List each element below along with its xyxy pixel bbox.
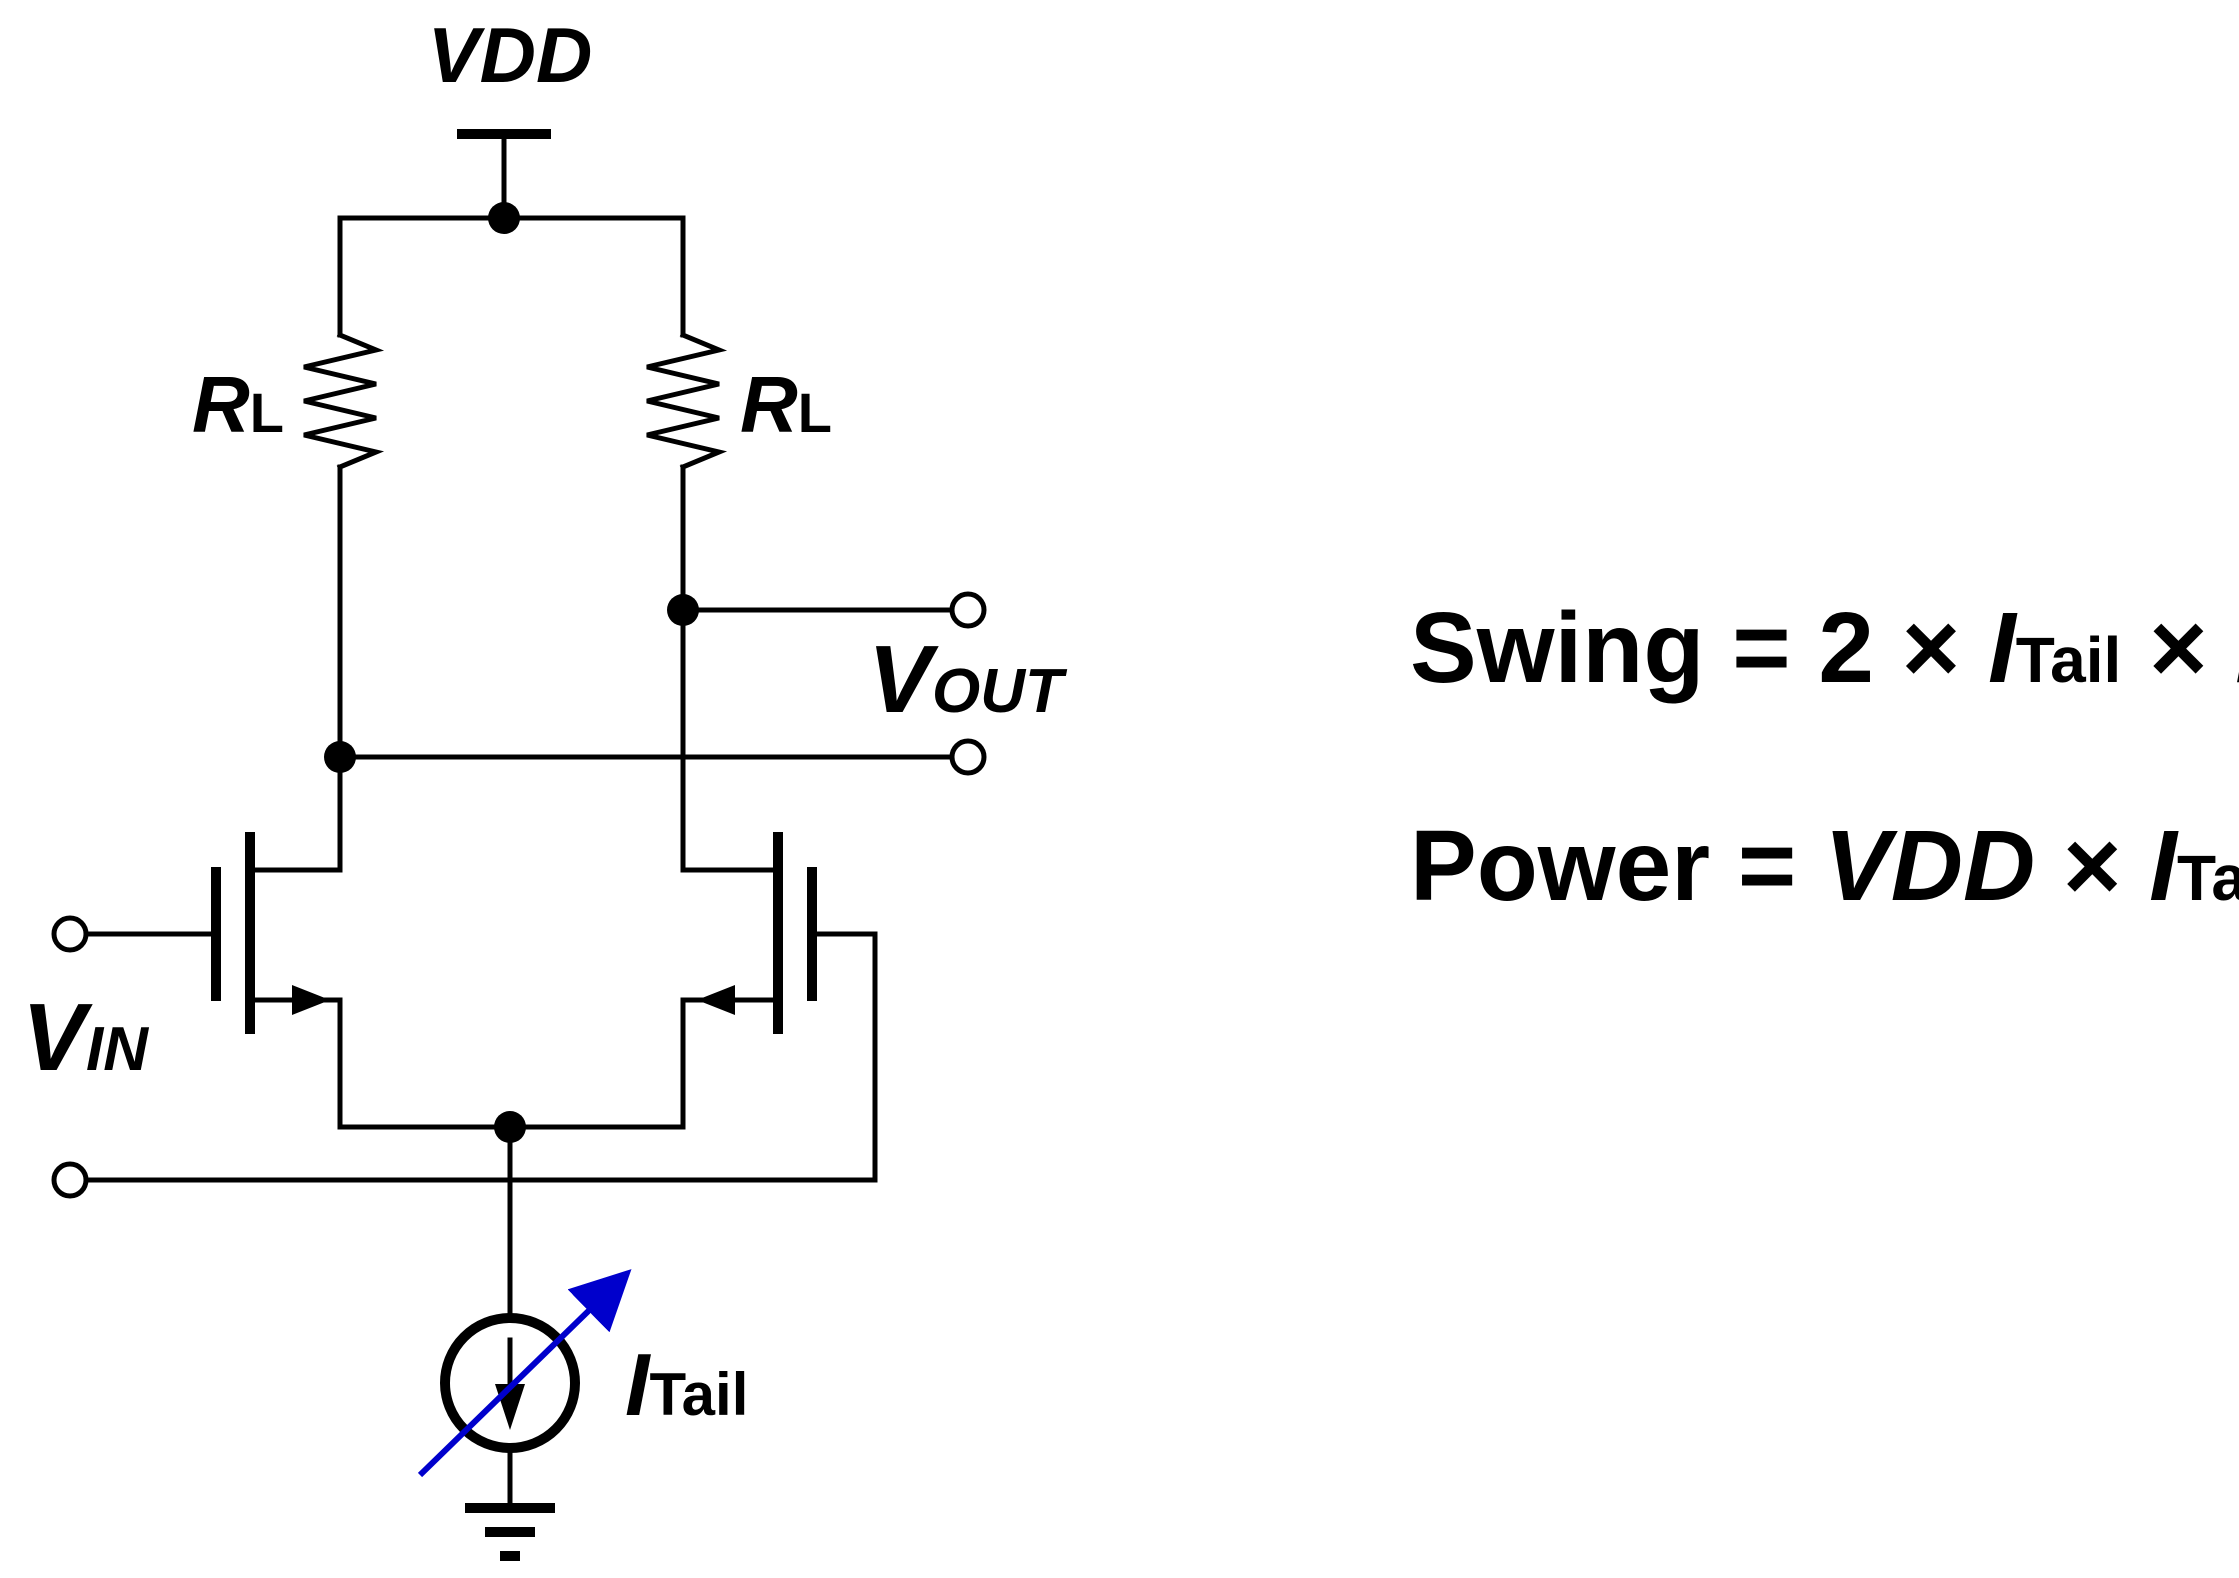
itail-label: ITail (625, 1335, 748, 1434)
swing-equation: Swing = 2 × ITail × RL (1410, 592, 2239, 704)
right-nmos-transistor (51, 832, 878, 1199)
vin-label: VIN (22, 984, 149, 1091)
rl-right-label: RL (740, 360, 832, 449)
left-nmos-transistor (51, 832, 343, 1130)
vout-minus-terminal (949, 738, 987, 776)
right-load-resistor (646, 215, 728, 873)
vin-minus-terminal (51, 1161, 89, 1199)
tail-current-source (337, 1111, 686, 1561)
left-load-resistor (303, 215, 385, 873)
vdd-supply (337, 129, 686, 234)
rl-left-label: RL (192, 360, 284, 449)
tunable-arrow-icon (417, 1269, 632, 1478)
output-wires (337, 591, 987, 776)
vout-plus-terminal (949, 591, 987, 629)
vdd-label: VDD (428, 11, 593, 99)
vout-label: VOUT (868, 626, 1068, 733)
power-equation: Power = VDD × ITail (1410, 810, 2239, 922)
vin-plus-terminal (51, 915, 89, 953)
